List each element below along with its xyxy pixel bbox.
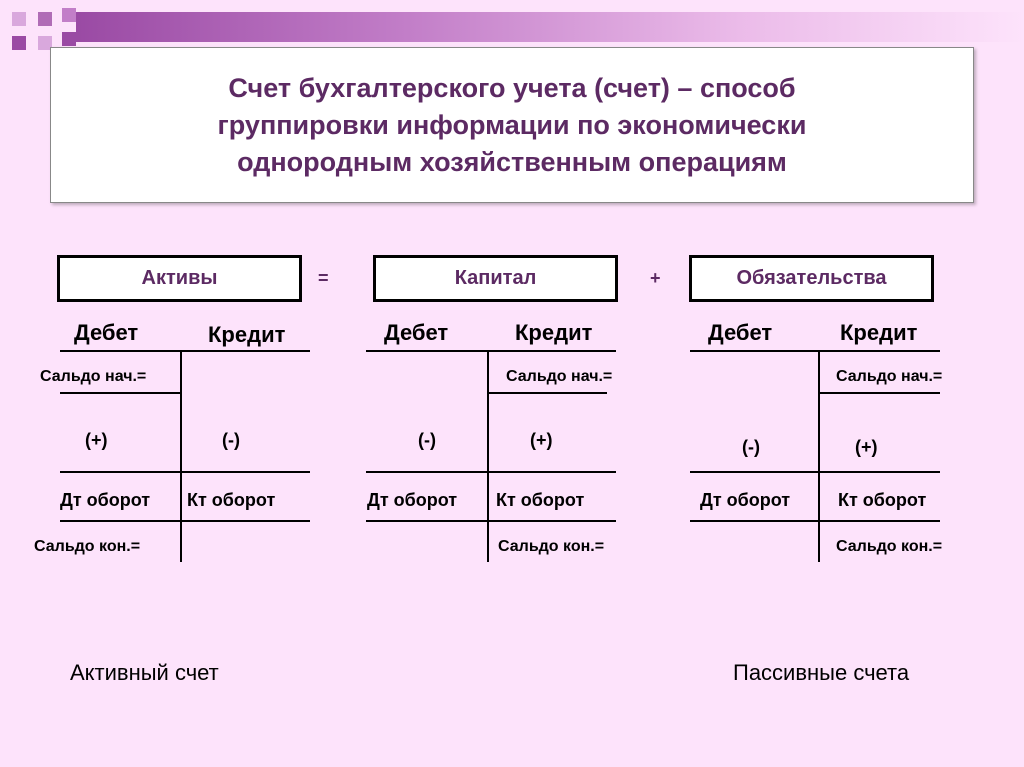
credit-label: Кредит xyxy=(208,322,286,347)
debit-sign: (-) xyxy=(418,430,436,450)
capital-label: Капитал xyxy=(454,267,537,289)
opening-line xyxy=(818,392,940,394)
plus-sign: + xyxy=(650,268,661,288)
debit-label: Дебет xyxy=(708,320,773,345)
assets-label: Активы xyxy=(141,267,218,289)
liabilities-box: Обязательства xyxy=(689,255,934,302)
opening-line xyxy=(487,392,607,394)
capital-box: Капитал xyxy=(373,255,618,302)
decor-square xyxy=(12,36,26,50)
debit-label: Дебет xyxy=(384,320,449,345)
turnover-top-line xyxy=(690,471,940,473)
closing-balance: Сальдо кон.= xyxy=(498,538,605,555)
t-account-divider xyxy=(180,350,182,562)
debit-turnover: Дт оборот xyxy=(700,490,791,510)
credit-sign: (+) xyxy=(855,437,878,457)
t-account-top-line xyxy=(690,350,940,352)
opening-balance: Сальдо нач.= xyxy=(836,368,943,385)
turnover-top-line xyxy=(60,471,310,473)
debit-sign: (-) xyxy=(742,437,760,457)
equals-sign: = xyxy=(318,268,329,288)
decor-square xyxy=(62,32,76,46)
credit-sign: (+) xyxy=(530,430,553,450)
decor-square xyxy=(62,8,76,22)
slide-title: Счет бухгалтерского учета (счет) – спосо… xyxy=(217,72,807,177)
decor-square xyxy=(12,12,26,26)
credit-turnover: Кт оборот xyxy=(838,490,927,510)
title-box: Счет бухгалтерского учета (счет) – спосо… xyxy=(50,47,974,203)
t-account-divider xyxy=(818,350,820,562)
credit-label: Кредит xyxy=(840,320,918,345)
debit-turnover: Дт оборот xyxy=(367,490,458,510)
closing-balance: Сальдо кон.= xyxy=(34,538,141,555)
credit-turnover: Кт оборот xyxy=(187,490,276,510)
turnover-top-line xyxy=(366,471,616,473)
debit-sign: (+) xyxy=(85,430,108,450)
credit-turnover: Кт оборот xyxy=(496,490,585,510)
closing-balance: Сальдо кон.= xyxy=(836,538,943,555)
credit-label: Кредит xyxy=(515,320,593,345)
opening-balance: Сальдо нач.= xyxy=(506,368,613,385)
turnover-bottom-line xyxy=(690,520,940,522)
t-account-top-line xyxy=(366,350,616,352)
debit-label: Дебет xyxy=(74,320,139,345)
liabilities-label: Обязательства xyxy=(736,267,887,289)
decor-square xyxy=(38,36,52,50)
t-account-divider xyxy=(487,350,489,562)
debit-turnover: Дт оборот xyxy=(60,490,151,510)
passive-accounts-caption: Пассивные счета xyxy=(733,660,910,685)
decor-square xyxy=(38,12,52,26)
opening-balance: Сальдо нач.= xyxy=(40,368,147,385)
assets-box: Активы xyxy=(57,255,302,302)
turnover-bottom-line xyxy=(60,520,310,522)
turnover-bottom-line xyxy=(366,520,616,522)
opening-line xyxy=(60,392,180,394)
header-gradient-bar xyxy=(76,12,1024,42)
credit-sign: (-) xyxy=(222,430,240,450)
active-account-caption: Активный счет xyxy=(70,660,219,685)
t-account-top-line xyxy=(60,350,310,352)
